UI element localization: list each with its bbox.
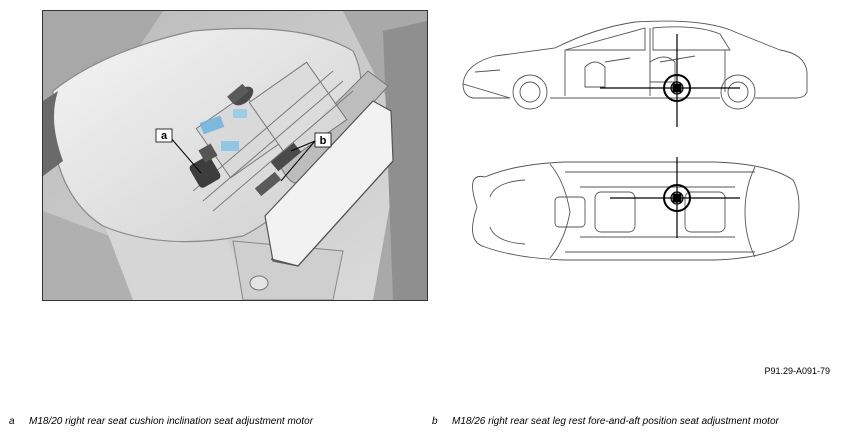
caption-key: b	[432, 416, 438, 427]
callout-b: b	[280, 132, 332, 182]
car-top-view	[472, 161, 800, 261]
figure-reference-number: P91.29-A091-79	[764, 366, 830, 376]
caption-text: M18/26 right rear seat leg rest fore-and…	[452, 416, 779, 427]
callout-a-label: a	[161, 130, 168, 142]
position-marker-top	[610, 157, 740, 238]
caption-text: M18/20 right rear seat cushion inclinati…	[29, 416, 314, 427]
position-marker-side	[600, 34, 740, 127]
vehicle-locator-diagram	[462, 20, 808, 261]
component-photo: a b	[42, 10, 428, 301]
car-side-view	[462, 20, 808, 110]
caption-a: a M18/20 right rear seat cushion inclinat…	[9, 416, 313, 427]
caption-b: b M18/26 right rear seat leg rest fore-an…	[432, 416, 779, 427]
seat-illustration: a b	[43, 11, 427, 300]
callout-b-label: b	[320, 135, 327, 147]
caption-key: a	[9, 416, 15, 427]
callout-a: a	[155, 128, 202, 174]
